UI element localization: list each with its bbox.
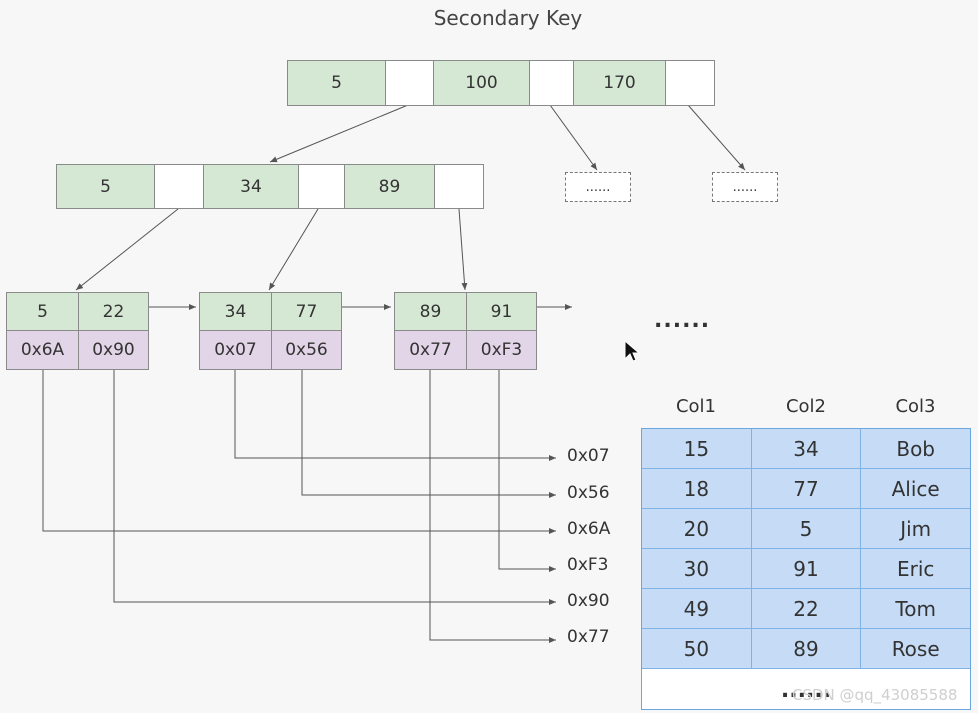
row-address-label: 0x77 — [567, 627, 610, 647]
leaf-3-key-2: 91 — [466, 293, 536, 330]
root-key-1: 5 — [288, 61, 385, 105]
table-cell: 18 — [642, 469, 751, 508]
table-cell: 77 — [750, 469, 861, 508]
table-cell: 30 — [642, 549, 751, 588]
table-header-col1: Col1 — [675, 396, 717, 417]
table-cell: Rose — [860, 629, 971, 668]
leaf-node-3: 89 91 0x77 0xF3 — [394, 292, 537, 370]
leaf-3-addr-2: 0xF3 — [466, 331, 536, 369]
table-cell: 89 — [750, 629, 861, 668]
leaf-2-addr-2: 0x56 — [271, 331, 341, 369]
placeholder-node-2: ...... — [712, 172, 778, 202]
internal-pointer-2 — [298, 165, 344, 208]
table-row: 20 5 Jim — [642, 508, 971, 548]
table-header-col3: Col3 — [895, 396, 936, 417]
leaf-1-key-1: 5 — [7, 293, 78, 330]
leaf-node-2: 34 77 0x07 0x56 — [199, 292, 342, 370]
table-cell: 15 — [642, 429, 751, 468]
table-cell: Jim — [860, 509, 971, 548]
leaf-node-1: 5 22 0x6A 0x90 — [6, 292, 149, 370]
table-cell: Bob — [860, 429, 971, 468]
mouse-cursor-icon — [624, 340, 640, 362]
table-row: 18 77 Alice — [642, 468, 971, 508]
leaf-2-addr-1: 0x07 — [200, 331, 271, 369]
row-address-label: 0x07 — [567, 446, 610, 466]
table-cell: 22 — [750, 589, 861, 628]
table-cell: Tom — [860, 589, 971, 628]
row-address-label: 0x6A — [567, 519, 611, 539]
table-cell: 49 — [642, 589, 751, 628]
table-row: 15 34 Bob — [642, 429, 971, 468]
leaf-2-key-1: 34 — [200, 293, 271, 330]
row-address-label: 0x90 — [567, 591, 610, 611]
table-cell: 91 — [750, 549, 861, 588]
leaf-1-key-2: 22 — [78, 293, 148, 330]
leaf-3-addr-1: 0x77 — [395, 331, 466, 369]
root-key-3: 170 — [573, 61, 665, 105]
internal-pointer-1 — [154, 165, 203, 208]
leaf-3-key-1: 89 — [395, 293, 466, 330]
root-key-2: 100 — [433, 61, 529, 105]
table-cell: 20 — [642, 509, 751, 548]
table-cell: 5 — [750, 509, 861, 548]
table-header-col2: Col2 — [785, 396, 827, 417]
internal-node: 5 34 89 — [56, 164, 484, 209]
leaf-continuation-ellipsis: ...... — [654, 308, 711, 333]
table-row: 50 89 Rose — [642, 628, 971, 668]
root-pointer-2 — [529, 61, 573, 105]
watermark: CSDN @qq_43085588 — [792, 686, 958, 704]
internal-key-1: 5 — [57, 165, 154, 208]
internal-pointer-3 — [434, 165, 483, 208]
diagram-title: Secondary Key — [433, 6, 583, 30]
data-table: 15 34 Bob 18 77 Alice 20 5 Jim 30 91 Eri… — [641, 428, 971, 710]
internal-key-3: 89 — [344, 165, 434, 208]
table-row: 49 22 Tom — [642, 588, 971, 628]
table-cell: 34 — [750, 429, 861, 468]
root-pointer-3 — [665, 61, 714, 105]
leaf-2-key-2: 77 — [271, 293, 341, 330]
table-cell: 50 — [642, 629, 751, 668]
row-address-label: 0xF3 — [567, 555, 609, 575]
table-row: 30 91 Eric — [642, 548, 971, 588]
table-cell: Alice — [860, 469, 971, 508]
internal-key-2: 34 — [203, 165, 298, 208]
table-cell: Eric — [860, 549, 971, 588]
root-node: 5 100 170 — [287, 60, 715, 106]
leaf-1-addr-1: 0x6A — [7, 331, 78, 369]
row-address-label: 0x56 — [567, 483, 610, 503]
root-pointer-1 — [385, 61, 433, 105]
table-more-rows: ...... — [642, 668, 970, 709]
placeholder-node-1: ...... — [565, 172, 631, 202]
leaf-1-addr-2: 0x90 — [78, 331, 148, 369]
